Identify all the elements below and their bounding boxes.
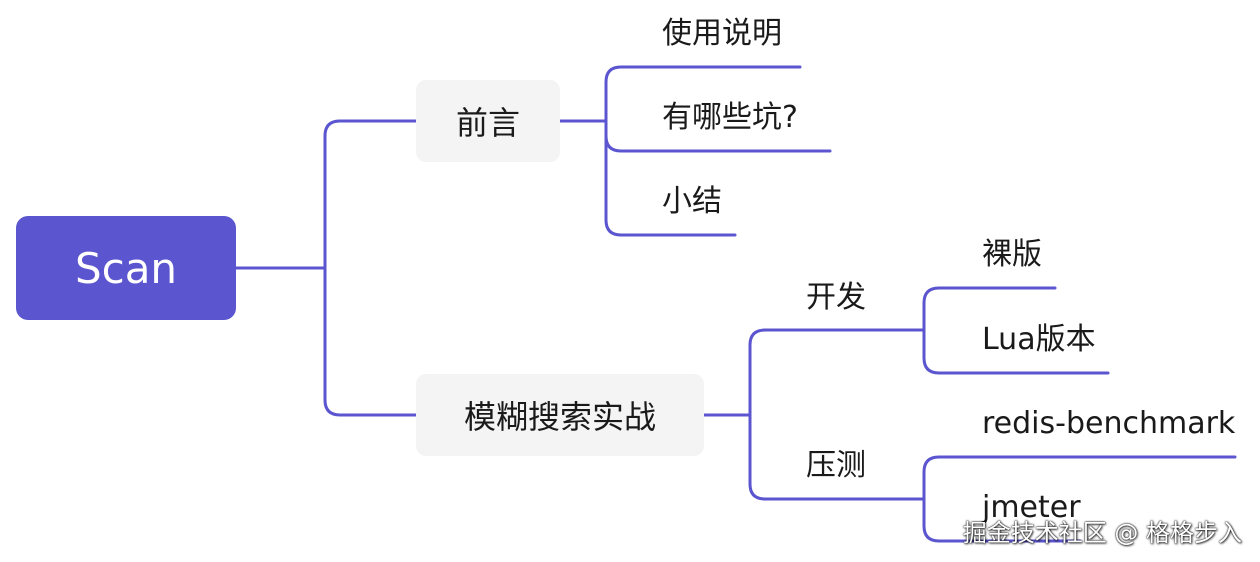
edge-root-qianyan — [234, 119, 418, 270]
branch-node-mohu[interactable]: 模糊搜索实战 — [416, 374, 704, 456]
subbranch-kaifa[interactable]: 开发 — [806, 280, 866, 315]
subbranch-yace[interactable]: 压测 — [806, 448, 866, 483]
root-node[interactable]: Scan — [16, 216, 236, 320]
leaf-xiaojie[interactable]: 小结 — [662, 184, 722, 219]
leaf-redis-benchmark[interactable]: redis-benchmark — [982, 406, 1236, 441]
edge-yace-redis — [922, 455, 1237, 501]
leaf-shiyong[interactable]: 使用说明 — [662, 16, 782, 51]
branch-node-qianyan[interactable]: 前言 — [416, 80, 560, 162]
edge-qianyan-shiyong — [558, 65, 802, 123]
edge-qianyan-xiaojie — [604, 119, 737, 237]
leaf-jmeter[interactable]: jmeter — [982, 490, 1081, 525]
leaf-keng[interactable]: 有哪些坑? — [662, 100, 798, 135]
watermark: 掘金技术社区 @ 格格步入 — [962, 519, 1242, 547]
leaf-lua[interactable]: Lua版本 — [982, 322, 1096, 357]
edge-mohu-kaifa — [702, 328, 926, 417]
edge-kaifa-lua — [922, 328, 1110, 375]
edge-yace-jmeter — [922, 497, 1082, 543]
leaf-luoban[interactable]: 裸版 — [982, 237, 1042, 272]
edge-root-mohu — [234, 266, 418, 417]
edge-mohu-yace — [702, 413, 926, 501]
edge-kaifa-luoban — [922, 286, 1057, 332]
